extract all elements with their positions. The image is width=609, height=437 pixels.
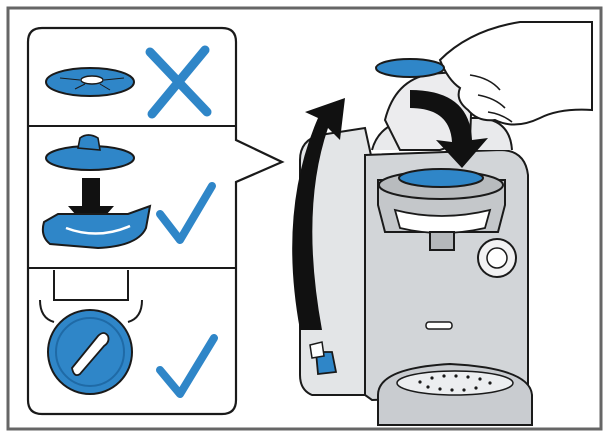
disc-holder: [393, 208, 492, 234]
finger-lines: [469, 74, 513, 123]
round-disc-inner: [55, 317, 125, 387]
check-icon: [156, 182, 216, 244]
side-tab: [309, 341, 325, 359]
side-blue-part: [315, 351, 338, 375]
insert-disc-arrow: [410, 90, 488, 168]
control-knob-inner: [486, 247, 508, 269]
slot-frame: [39, 270, 143, 323]
round-disc-handle: [71, 332, 110, 377]
disc-in-chamber: [398, 168, 484, 188]
step-correct-disc-in-slot: [39, 270, 218, 398]
check-icon: [156, 334, 218, 398]
top-disc-knob: [77, 134, 101, 151]
holder-inner: [65, 224, 131, 235]
cross-icon: [145, 45, 212, 119]
disc-alone-hub: [80, 75, 104, 85]
step-correct-disc-on-holder: [41, 134, 216, 250]
hand: [438, 21, 593, 126]
disc-holder-part: [41, 204, 152, 250]
open-lid-arrow: [292, 98, 345, 330]
drip-tray-grid: [396, 370, 514, 396]
held-disc: [375, 58, 445, 78]
step-wrong-disc-only: [45, 45, 212, 119]
disc-alone-spokes: [59, 77, 125, 91]
front-slot: [425, 321, 453, 330]
drip-tray-dots: [418, 374, 492, 392]
hand-outline: [438, 21, 593, 126]
spout: [429, 231, 455, 251]
